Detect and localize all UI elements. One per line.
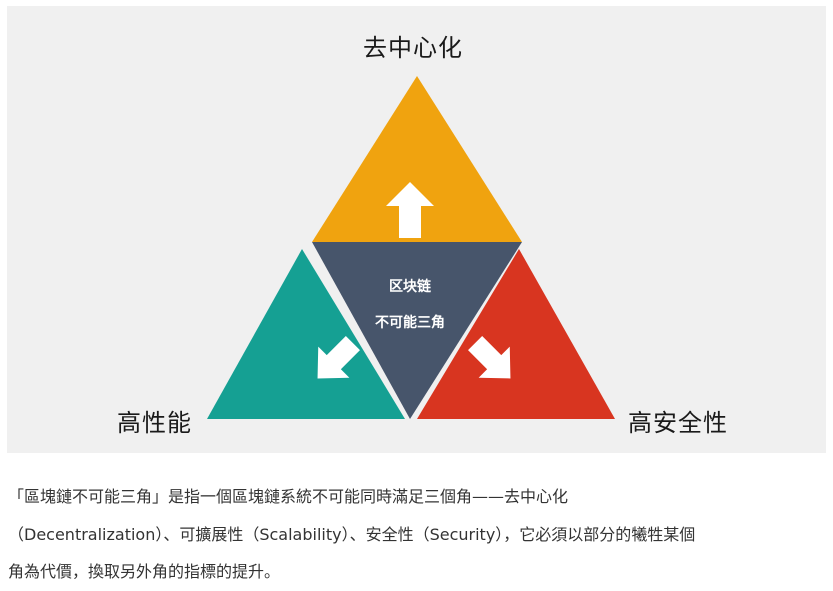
right-label: 高安全性 xyxy=(628,409,728,437)
left-label: 高性能 xyxy=(117,409,192,437)
trilemma-graphic xyxy=(207,76,615,419)
triangle-left xyxy=(207,249,405,419)
triangle-top xyxy=(312,76,522,242)
caption-line-1: 「區塊鏈不可能三角」是指一個區塊鏈系統不可能同時滿足三個角——去中心化 xyxy=(8,487,569,506)
caption-line-2: （Decentralization）、可擴展性（Scalability）、安全性… xyxy=(8,524,696,544)
triangle-right xyxy=(417,249,615,419)
caption-line-3: 角為代價，換取另外角的指標的提升。 xyxy=(8,562,281,581)
trilemma-diagram: 去中心化 高性能 高安全性 区块链 不可能三角 xyxy=(7,6,826,453)
caption-paragraph: 「區塊鏈不可能三角」是指一個區塊鏈系統不可能同時滿足三個角——去中心化 （Dec… xyxy=(8,478,826,591)
top-label: 去中心化 xyxy=(363,34,463,62)
arrow-down-right-icon xyxy=(468,336,511,379)
triangle-center xyxy=(312,242,522,419)
arrow-up-icon xyxy=(386,182,434,238)
center-label-line2: 不可能三角 xyxy=(375,315,445,331)
arrow-down-left-icon xyxy=(317,336,360,379)
center-label-line1: 区块链 xyxy=(389,279,431,295)
